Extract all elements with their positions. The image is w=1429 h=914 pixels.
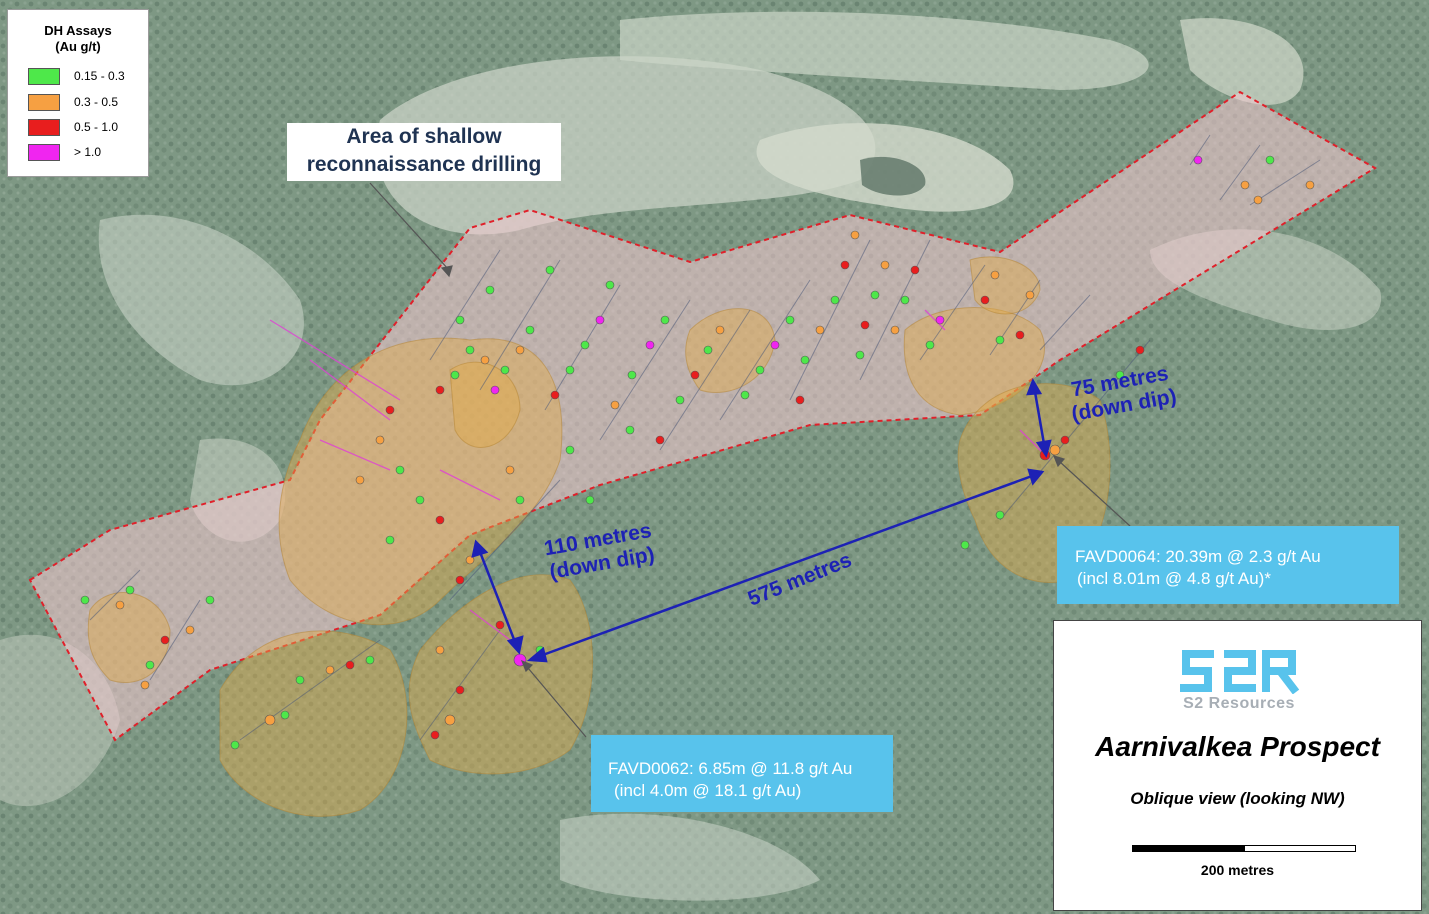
legend-label: 0.5 - 1.0 [74,120,119,134]
favd0062-line2: (incl 4.0m @ 18.1 g/t Au) [614,781,802,800]
s2r-logo-icon [1180,650,1300,694]
favd0064-info-box: FAVD0064: 20.39m @ 2.3 g/t Au (incl 8.01… [1057,526,1399,604]
title-panel: S2 Resources Aarnivalkea Prospect Obliqu… [1053,620,1422,911]
s2-resources-logo: S2 Resources [1154,648,1324,716]
scale-bar [1132,843,1356,855]
legend-title-line1: DH Assays [44,23,112,38]
prospect-subtitle: Oblique view (looking NW) [1130,789,1345,808]
assay-samples [80,155,1315,750]
legend-swatch [28,68,60,85]
legend-title-line2: (Au g/t) [55,39,101,54]
arrow-110-metres [478,551,517,643]
legend-label: > 1.0 [74,145,102,159]
favd0062-line1: FAVD0062: 6.85m @ 11.8 g/t Au [608,759,853,778]
scale-bar-segment-dark [1132,845,1244,852]
callout-line2: reconnaissance drilling [306,153,542,176]
assay-legend: DH Assays (Au g/t) 0.15 - 0.3 0.3 - 0.5 … [7,9,149,177]
legend-swatch [28,119,60,136]
favd0064-line1: FAVD0064: 20.39m @ 2.3 g/t Au [1075,547,1321,566]
favd0064-line2: (incl 8.01m @ 4.8 g/t Au)* [1077,569,1271,588]
favd0062-info-box: FAVD0062: 6.85m @ 11.8 g/t Au (incl 4.0m… [591,735,893,812]
ore-bodies [87,256,1111,817]
measurement-arrows [471,378,1052,663]
callout-line1: Area of shallow [346,125,502,148]
leader-lines [369,182,1131,738]
reconnaissance-callout: Area of shallow reconnaissance drilling [287,123,561,181]
scale-label: 200 metres [1200,862,1275,878]
logo-text: S2 Resources [1183,695,1295,712]
legend-swatch [28,144,60,161]
arrow-75-metres [1033,391,1046,445]
reconnaissance-zone [28,90,1377,742]
scale-bar-segment-light [1244,845,1356,852]
legend-label: 0.3 - 0.5 [74,95,119,109]
prospect-title: Aarnivalkea Prospect [1095,731,1380,762]
legend-swatch [28,94,60,111]
legend-label: 0.15 - 0.3 [74,69,125,83]
arrow-575-metres [539,474,1033,658]
legend-title: DH Assays (Au g/t) [8,23,148,55]
